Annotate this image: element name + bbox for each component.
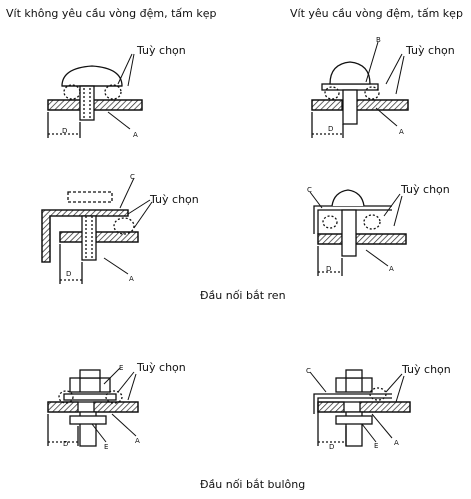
figure-threaded-clamp-washer <box>309 189 407 276</box>
part-label-d-1: D <box>62 127 68 135</box>
figure-screw-no-washer <box>47 53 143 138</box>
part-label-d-6: D <box>329 443 335 451</box>
part-label-a-4: A <box>389 265 394 273</box>
optional-label-4: Tuỳ chọn <box>401 183 450 196</box>
figure-bolted <box>47 367 139 447</box>
optional-label-5: Tuỳ chọn <box>137 361 186 374</box>
optional-label-2: Tuỳ chọn <box>406 44 455 57</box>
caption-threaded: Đầu nối bắt ren <box>200 289 286 302</box>
part-label-c-6: C <box>306 367 311 375</box>
figure-bolted-clamp <box>309 369 411 447</box>
part-label-d-5: D <box>63 440 69 448</box>
figure-screw-with-washer <box>311 41 409 138</box>
part-label-a-2: A <box>399 128 404 136</box>
header-left: Vít không yêu cầu vòng đệm, tấm kẹp <box>6 7 217 20</box>
part-label-a-6: A <box>394 439 399 447</box>
part-label-b-2: B <box>376 36 381 44</box>
part-label-a-3: A <box>129 275 134 283</box>
figure-threaded-clamp <box>41 177 153 284</box>
part-label-a-5: A <box>135 437 140 445</box>
part-label-c-4: C <box>307 186 312 194</box>
caption-bolted: Đầu nối bắt bulông <box>200 478 306 491</box>
part-label-d-3: D <box>66 270 72 278</box>
optional-label-1: Tuỳ chọn <box>137 44 186 57</box>
part-label-d-2: D <box>328 125 334 133</box>
part-label-e-5b: E <box>104 443 109 451</box>
part-label-e-6: E <box>374 442 379 450</box>
part-label-e-5a: E <box>119 364 124 372</box>
part-label-d-4: D <box>326 265 332 273</box>
optional-label-3: Tuỳ chọn <box>150 193 199 206</box>
part-label-c-3: C <box>130 173 135 181</box>
header-right: Vít yêu cầu vòng đệm, tấm kẹp <box>290 7 463 20</box>
part-label-a-1: A <box>133 131 138 139</box>
optional-label-6: Tuỳ chọn <box>402 363 451 376</box>
